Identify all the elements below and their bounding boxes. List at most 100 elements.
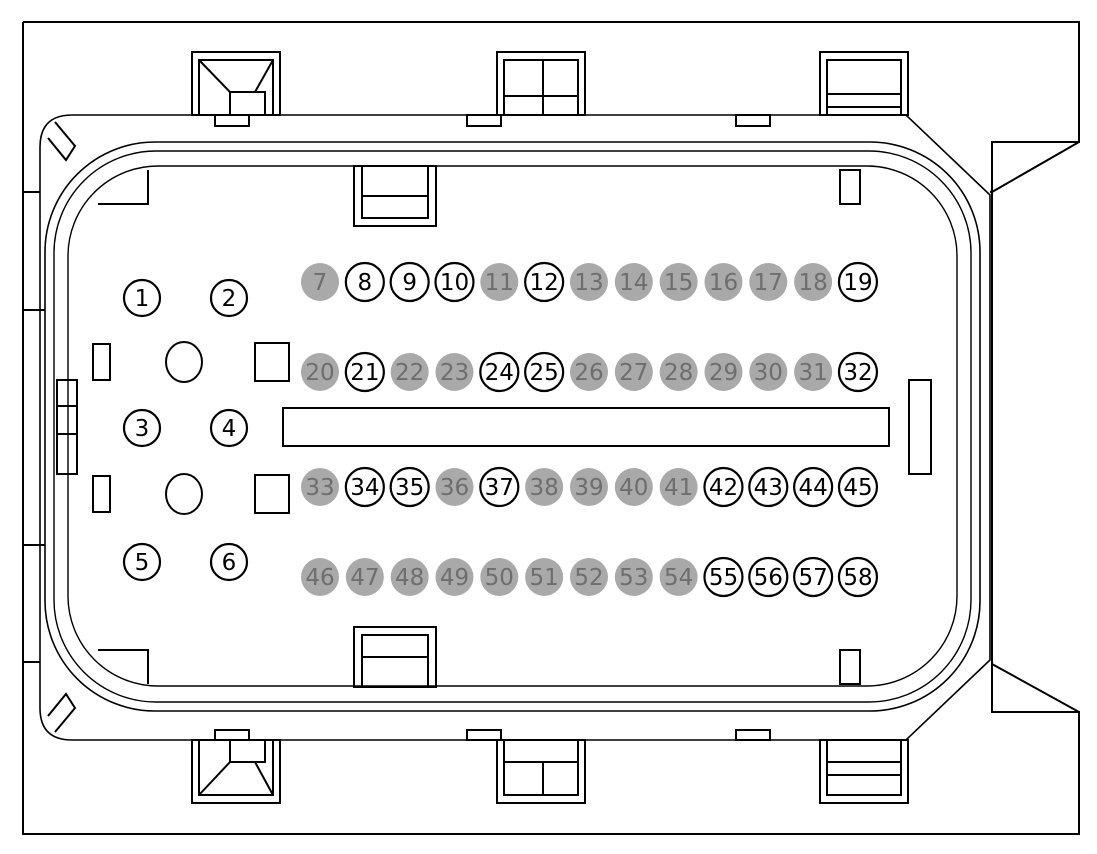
unpopulated-pin-marker bbox=[659, 468, 698, 506]
signal-pin-57: 57 bbox=[793, 556, 834, 598]
unpopulated-pin-marker bbox=[569, 558, 608, 596]
pin-label: 40 bbox=[619, 475, 648, 501]
pin-label: 52 bbox=[574, 565, 603, 591]
pin-label: 36 bbox=[440, 475, 469, 501]
pin-label: 5 bbox=[135, 550, 150, 576]
power-pin-1: 1 bbox=[122, 278, 162, 318]
unpopulated-pin-marker bbox=[614, 468, 653, 506]
power-pins: 1 2 3 4 5 6 bbox=[122, 278, 249, 582]
pin-label: 28 bbox=[664, 360, 693, 386]
pin-label: 18 bbox=[798, 270, 827, 296]
coding-slot-upper bbox=[92, 343, 111, 381]
unpopulated-pin-marker bbox=[749, 263, 788, 301]
pin-label: 6 bbox=[222, 550, 237, 576]
signal-pin-29: 29 bbox=[704, 353, 743, 391]
inner-key-bottom bbox=[353, 626, 437, 688]
signal-pin-58: 58 bbox=[837, 556, 879, 598]
connector-housing bbox=[22, 21, 1080, 835]
signal-pin-35: 35 bbox=[389, 466, 430, 508]
coding-hole-upper bbox=[165, 341, 203, 383]
bottom-latch-right bbox=[735, 729, 909, 804]
pin-label: 54 bbox=[664, 565, 693, 591]
unpopulated-pin-marker bbox=[749, 353, 788, 391]
unpopulated-pin-marker bbox=[614, 558, 653, 596]
pin-label: 15 bbox=[664, 270, 693, 296]
pin-label: 42 bbox=[709, 475, 738, 501]
populated-pin-marker bbox=[389, 466, 430, 508]
pin-label: 2 bbox=[222, 286, 237, 312]
pin-label: 39 bbox=[574, 475, 603, 501]
pin-label: 30 bbox=[754, 360, 783, 386]
left-side-latch bbox=[23, 309, 78, 546]
populated-pin-marker bbox=[837, 556, 879, 598]
pin-label: 25 bbox=[530, 360, 559, 386]
signal-pin-31: 31 bbox=[794, 353, 833, 391]
power-pin-5: 5 bbox=[122, 542, 162, 582]
pin-label: 31 bbox=[798, 360, 827, 386]
pin-label: 7 bbox=[313, 270, 328, 296]
pin-label: 51 bbox=[530, 565, 559, 591]
pin-label: 3 bbox=[135, 416, 150, 442]
pin-label: 48 bbox=[395, 565, 424, 591]
pin-label: 41 bbox=[664, 475, 693, 501]
populated-pin-marker bbox=[748, 556, 789, 598]
pin-label: 47 bbox=[350, 565, 379, 591]
populated-pin-marker bbox=[479, 351, 520, 393]
coding-square-upper bbox=[254, 342, 290, 382]
pin-label: 44 bbox=[798, 475, 827, 501]
pin-label: 4 bbox=[222, 416, 237, 442]
unpopulated-pin-marker bbox=[569, 353, 608, 391]
power-pin-4: 4 bbox=[209, 408, 249, 448]
top-latch-center bbox=[466, 51, 586, 127]
populated-pin-marker bbox=[703, 466, 744, 508]
unpopulated-pin-marker bbox=[525, 468, 564, 506]
top-latch-left bbox=[191, 51, 281, 127]
signal-pin-55: 55 bbox=[703, 556, 744, 598]
signal-pin-22: 22 bbox=[390, 353, 429, 391]
pin-label: 24 bbox=[485, 360, 514, 386]
pin-label: 50 bbox=[485, 565, 514, 591]
signal-pin-23: 23 bbox=[435, 353, 474, 391]
pin-label: 22 bbox=[395, 360, 424, 386]
populated-pin-marker bbox=[837, 466, 879, 508]
signal-pin-32: 32 bbox=[837, 351, 879, 393]
unpopulated-pin-marker bbox=[480, 263, 519, 301]
signal-pin-14: 14 bbox=[614, 263, 653, 301]
pin-marker bbox=[209, 278, 249, 318]
unpopulated-pin-marker bbox=[659, 353, 698, 391]
signal-pin-37: 37 bbox=[479, 466, 520, 508]
signal-pin-54: 54 bbox=[659, 558, 698, 596]
populated-pin-marker bbox=[389, 261, 430, 303]
populated-pin-marker bbox=[793, 466, 834, 508]
signal-pin-12: 12 bbox=[524, 261, 565, 303]
pin-label: 17 bbox=[754, 270, 783, 296]
pin-label: 55 bbox=[709, 565, 738, 591]
signal-pin-11: 11 bbox=[480, 263, 519, 301]
signal-pin-45: 45 bbox=[837, 466, 879, 508]
bottom-latch-left bbox=[191, 729, 281, 804]
unpopulated-pin-marker bbox=[569, 263, 608, 301]
top-latch-right bbox=[735, 51, 909, 127]
pin-label: 11 bbox=[485, 270, 514, 296]
right-side-latch bbox=[908, 379, 932, 475]
signal-pin-18: 18 bbox=[794, 263, 833, 301]
signal-pin-46: 46 bbox=[301, 558, 339, 596]
signal-pin-30: 30 bbox=[749, 353, 788, 391]
unpopulated-pin-marker bbox=[614, 353, 653, 391]
populated-pin-marker bbox=[837, 261, 879, 303]
pin-label: 33 bbox=[305, 475, 334, 501]
signal-pin-9: 9 bbox=[389, 261, 430, 303]
unpopulated-pin-marker bbox=[301, 468, 339, 506]
unpopulated-pin-marker bbox=[435, 468, 474, 506]
unpopulated-pin-marker bbox=[390, 353, 429, 391]
signal-pin-47: 47 bbox=[345, 558, 384, 596]
pin-label: 32 bbox=[843, 360, 872, 386]
unpopulated-pin-marker bbox=[345, 558, 384, 596]
seal-ring-inner bbox=[67, 165, 958, 687]
bottom-latch-center bbox=[466, 729, 586, 804]
populated-pin-marker bbox=[344, 351, 385, 393]
populated-pin-marker bbox=[479, 466, 520, 508]
pin-label: 14 bbox=[619, 270, 648, 296]
signal-pin-15: 15 bbox=[659, 263, 698, 301]
